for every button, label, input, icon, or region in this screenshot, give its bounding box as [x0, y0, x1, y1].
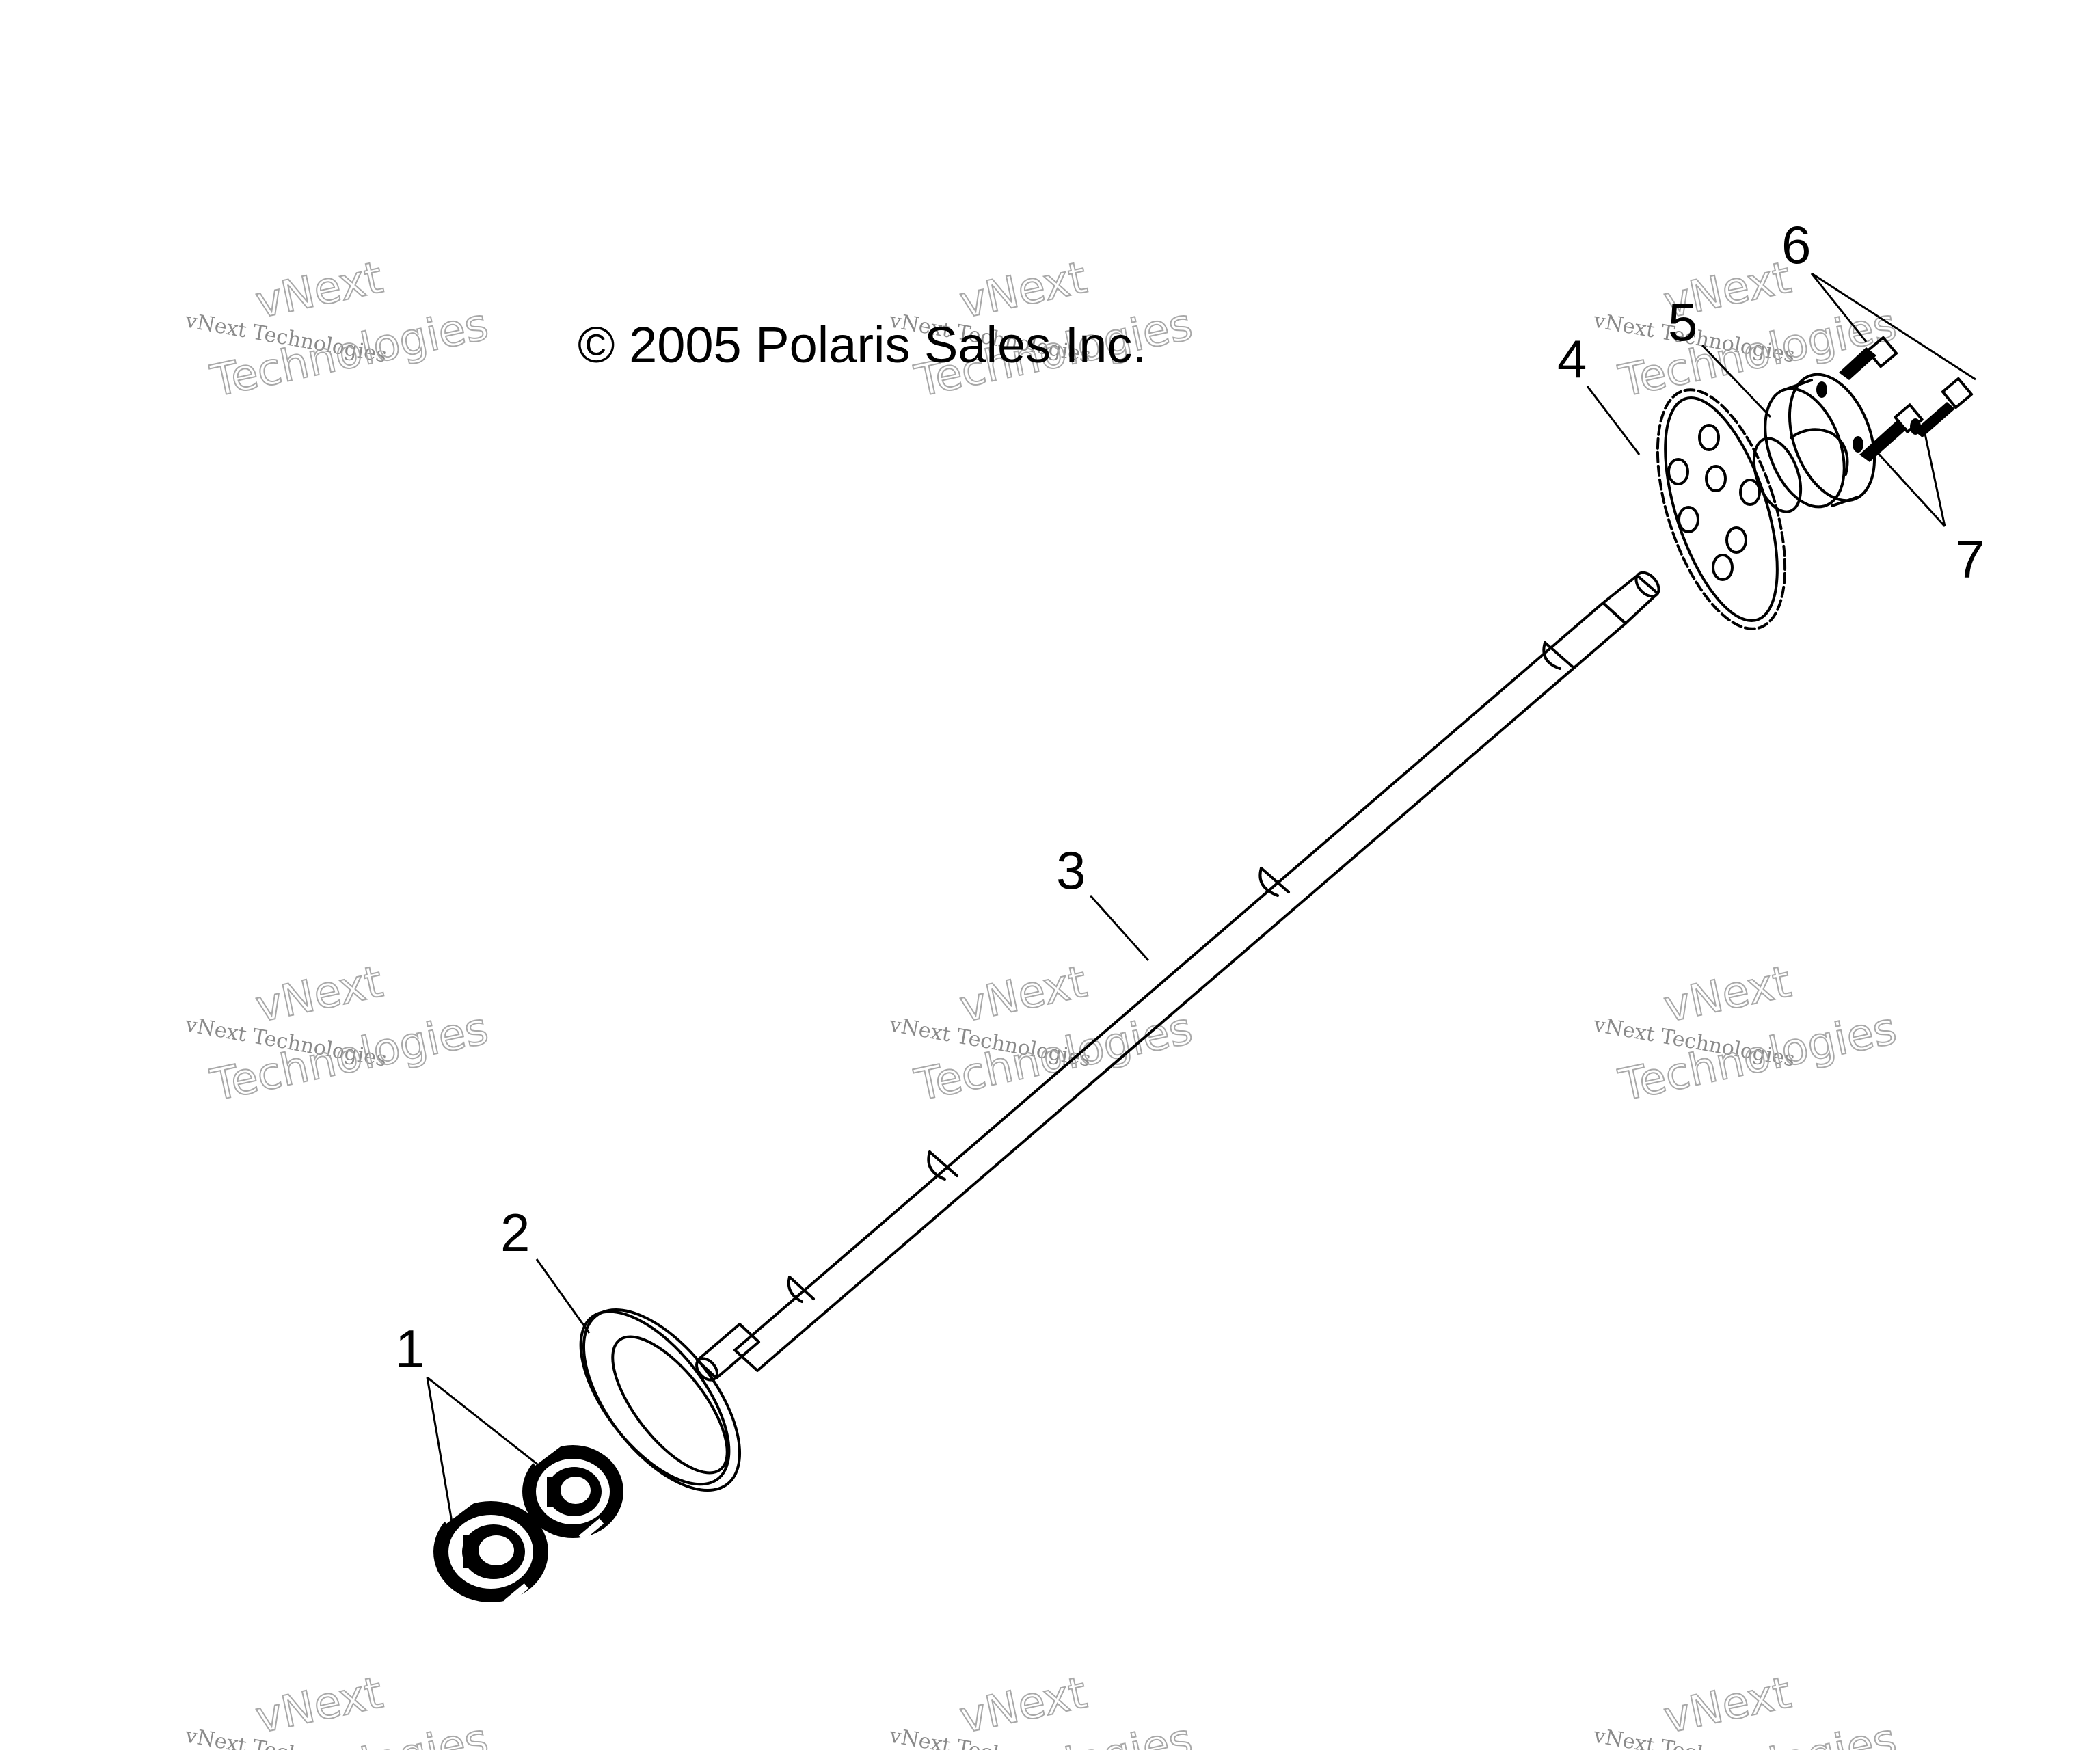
callout-7: 7: [1955, 529, 1984, 589]
part-1-nuts[interactable]: [433, 1440, 623, 1606]
watermark-word-1: vNext: [956, 956, 1091, 1032]
part-5-hub[interactable]: [1745, 363, 1891, 518]
watermark-word-2: Technologies: [911, 1004, 1197, 1112]
part-4-sprocket[interactable]: [1632, 375, 1811, 644]
watermark-word-1: vNext: [1660, 956, 1795, 1032]
nut-upper: [522, 1440, 623, 1541]
watermark-word-1: vNext: [252, 252, 387, 328]
copyright-notice: © 2005 Polaris Sales Inc.: [578, 317, 1146, 373]
callout-labels: 1 2 3 4 5 6 7: [395, 215, 1984, 1379]
callout-2: 2: [500, 1202, 530, 1263]
watermark-word-2: Technologies: [1615, 299, 1901, 407]
callout-6: 6: [1781, 215, 1811, 275]
watermark-word-1: vNext: [1660, 1667, 1795, 1743]
nut-lower: [433, 1498, 548, 1606]
watermark-word-2: Technologies: [206, 1004, 493, 1112]
watermark-word-1: vNext: [252, 956, 387, 1032]
watermark-word-2: Technologies: [206, 299, 493, 407]
callout-5: 5: [1668, 292, 1697, 352]
part-2-washer[interactable]: [553, 1283, 770, 1517]
watermark-word-1: vNext: [252, 1667, 387, 1743]
part-7-lock-washers[interactable]: [1816, 381, 1921, 453]
part-3-shaft[interactable]: [692, 568, 1663, 1384]
callout-4: 4: [1557, 329, 1587, 389]
callout-1: 1: [395, 1319, 425, 1379]
leader-lines: [426, 272, 1976, 1526]
callout-3: 3: [1056, 840, 1086, 900]
watermark-word-2: Technologies: [1615, 1004, 1901, 1112]
watermark-word-1: vNext: [956, 1667, 1091, 1743]
part-6-bolts[interactable]: [1839, 336, 1974, 462]
